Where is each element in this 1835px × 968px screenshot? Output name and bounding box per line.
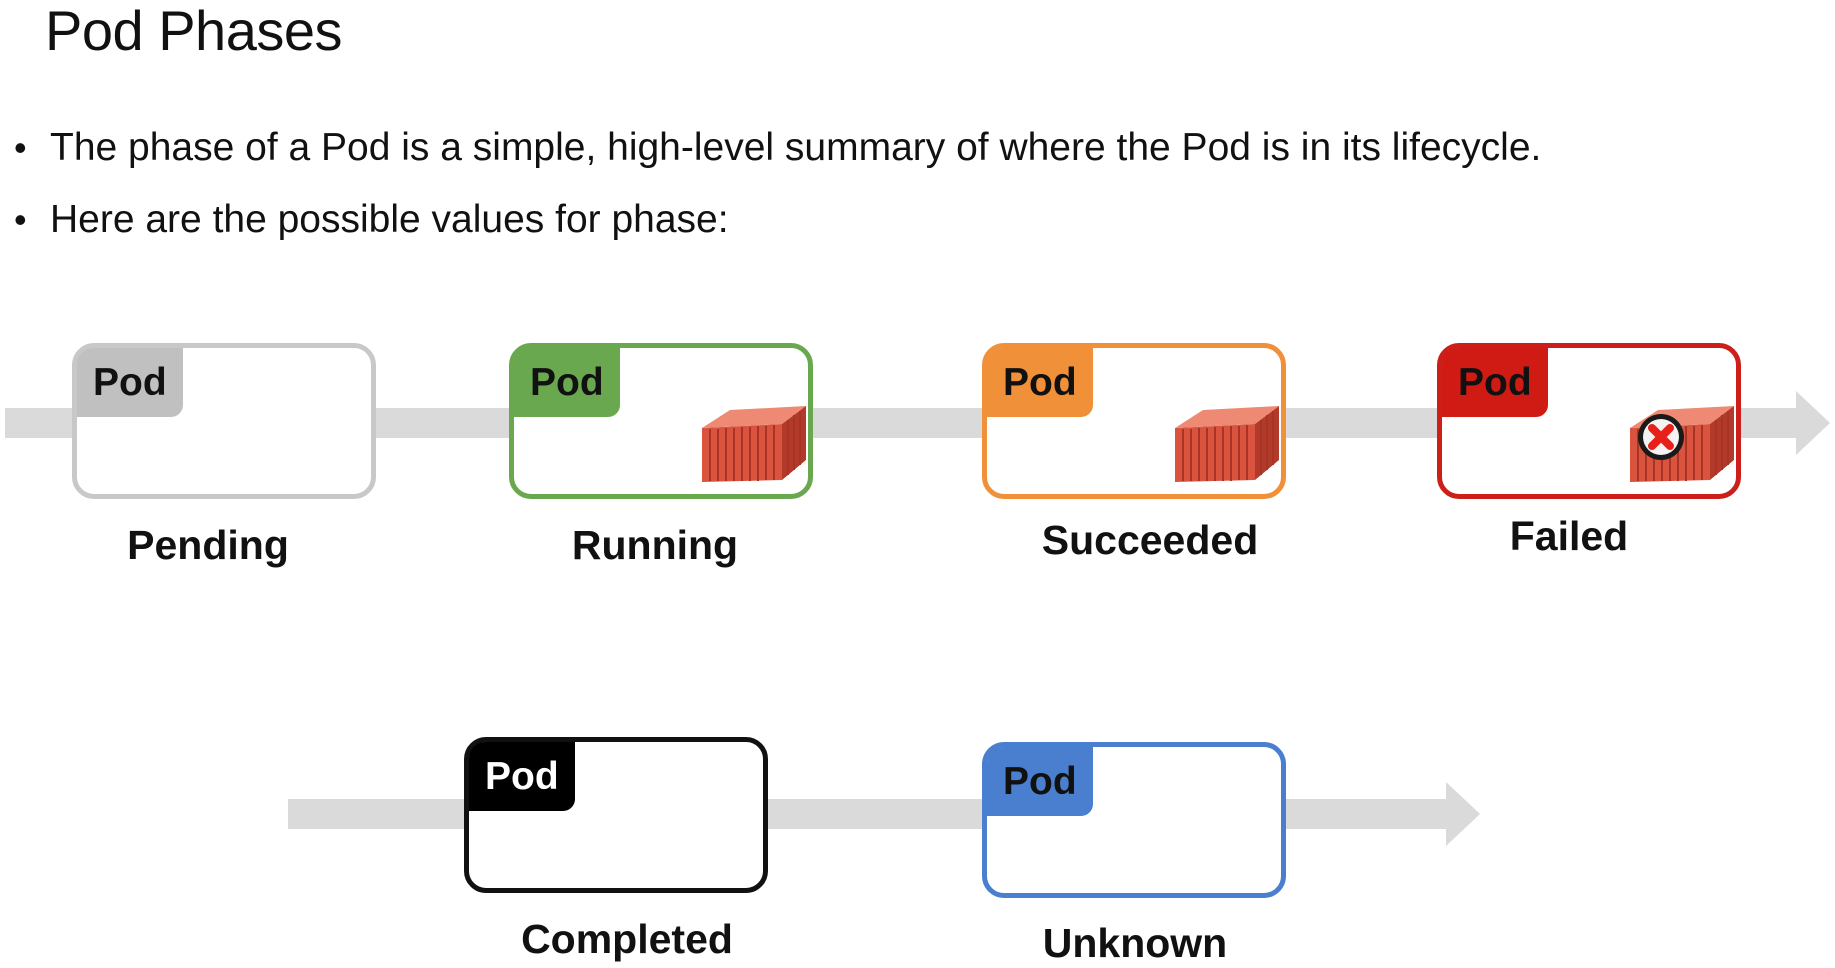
- phase-label-failed: Failed: [1509, 513, 1629, 559]
- pod-tag: Pod: [469, 742, 575, 811]
- arrow-head: [1446, 782, 1480, 846]
- pod-tag: Pod: [514, 348, 620, 417]
- pod-box-failed: Pod: [1437, 343, 1741, 499]
- shipping-container-icon: [1175, 406, 1279, 482]
- arrow-head: [1796, 391, 1830, 455]
- phase-label-completed: Completed: [521, 916, 733, 962]
- bullet-item: The phase of a Pod is a simple, high-lev…: [14, 112, 1541, 184]
- phase-label-pending: Pending: [127, 522, 289, 568]
- pod-box-unknown: Pod: [982, 742, 1286, 898]
- pod-box-pending: Pod: [72, 343, 376, 499]
- phase-label-running: Running: [571, 522, 739, 568]
- shipping-container-icon: [702, 406, 806, 482]
- phase-label-succeeded: Succeeded: [1041, 517, 1259, 563]
- shipping-container-failed-icon: [1630, 406, 1734, 482]
- bullet-list: The phase of a Pod is a simple, high-lev…: [14, 112, 1541, 256]
- slide-title: Pod Phases: [45, 0, 342, 62]
- pod-tag: Pod: [77, 348, 183, 417]
- pod-box-succeeded: Pod: [982, 343, 1286, 499]
- pod-box-completed: Pod: [464, 737, 768, 893]
- pod-tag: Pod: [987, 348, 1093, 417]
- error-x-icon: [1638, 414, 1684, 460]
- pod-tag: Pod: [1442, 348, 1548, 417]
- bullet-item: Here are the possible values for phase:: [14, 184, 1541, 256]
- pod-tag: Pod: [987, 747, 1093, 816]
- phase-label-unknown: Unknown: [1042, 920, 1228, 966]
- pod-box-running: Pod: [509, 343, 813, 499]
